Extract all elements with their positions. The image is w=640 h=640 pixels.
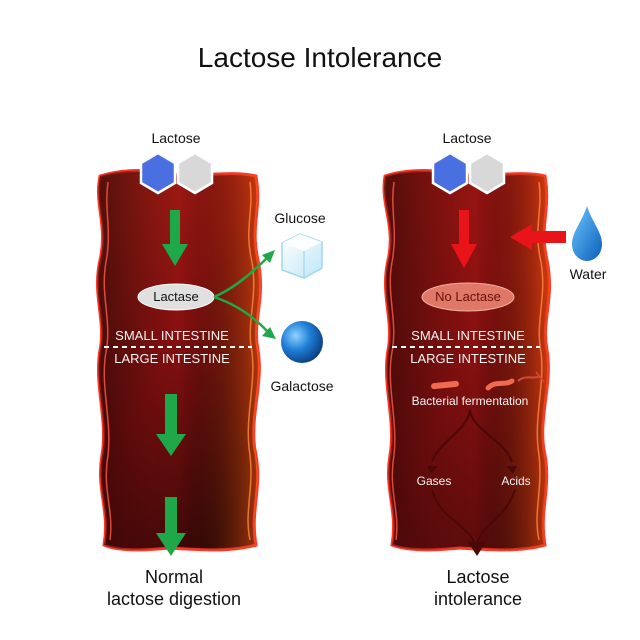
left-hexagon-blue (139, 151, 177, 195)
left-lactose-label: Lactose (151, 130, 201, 146)
left-arrow-mid (156, 394, 186, 456)
right-lactose-label: Lactose (442, 130, 492, 146)
no-lactase-label: No Lactase (435, 289, 501, 304)
left-large-intestine-label: LARGE INTESTINE (114, 351, 230, 366)
left-intestine (96, 169, 262, 552)
galactose-ball-icon (281, 321, 323, 363)
glucose-arrow (213, 250, 275, 299)
galactose-label: Galactose (270, 378, 334, 394)
bacteria-icon (431, 371, 545, 391)
acids-label: Acids (501, 474, 531, 488)
right-caption-line1: Lactose (446, 567, 510, 587)
fermentation-fork (431, 409, 513, 463)
lactase-label: Lactase (153, 289, 199, 304)
right-caption-line2: intolerance (433, 589, 523, 609)
water-label: Water (569, 266, 607, 282)
acids-arrowhead (506, 466, 517, 474)
right-hexagon-grey (468, 151, 506, 195)
right-small-intestine-label: SMALL INTESTINE (411, 328, 525, 343)
right-arrow-down (451, 210, 477, 268)
left-caption-line2: lactose digestion (106, 589, 242, 609)
galactose-arrow (213, 295, 276, 339)
left-arrow-top (162, 210, 188, 266)
left-caption-line1: Normal (144, 567, 204, 587)
right-large-intestine-label: LARGE INTESTINE (410, 351, 526, 366)
fermentation-label: Bacterial fermentation (411, 394, 529, 408)
right-hexagon-blue (431, 151, 469, 195)
gases-arrowhead (427, 466, 438, 474)
left-small-intestine-label: SMALL INTESTINE (115, 328, 229, 343)
page-title: Lactose Intolerance (197, 42, 443, 73)
output-arrowhead (468, 542, 486, 556)
water-inflow-arrow (510, 224, 566, 250)
gases-label: Gases (416, 474, 452, 488)
output-arrows (431, 489, 516, 546)
right-lactose-molecule (431, 151, 506, 195)
glucose-cube-icon (281, 233, 323, 279)
left-arrow-bottom (156, 497, 186, 556)
left-hexagon-grey (176, 151, 214, 195)
glucose-label: Glucose (274, 210, 326, 226)
left-lactose-molecule (139, 151, 214, 195)
water-drop-icon (572, 206, 602, 261)
no-lactase-pill (421, 282, 515, 312)
